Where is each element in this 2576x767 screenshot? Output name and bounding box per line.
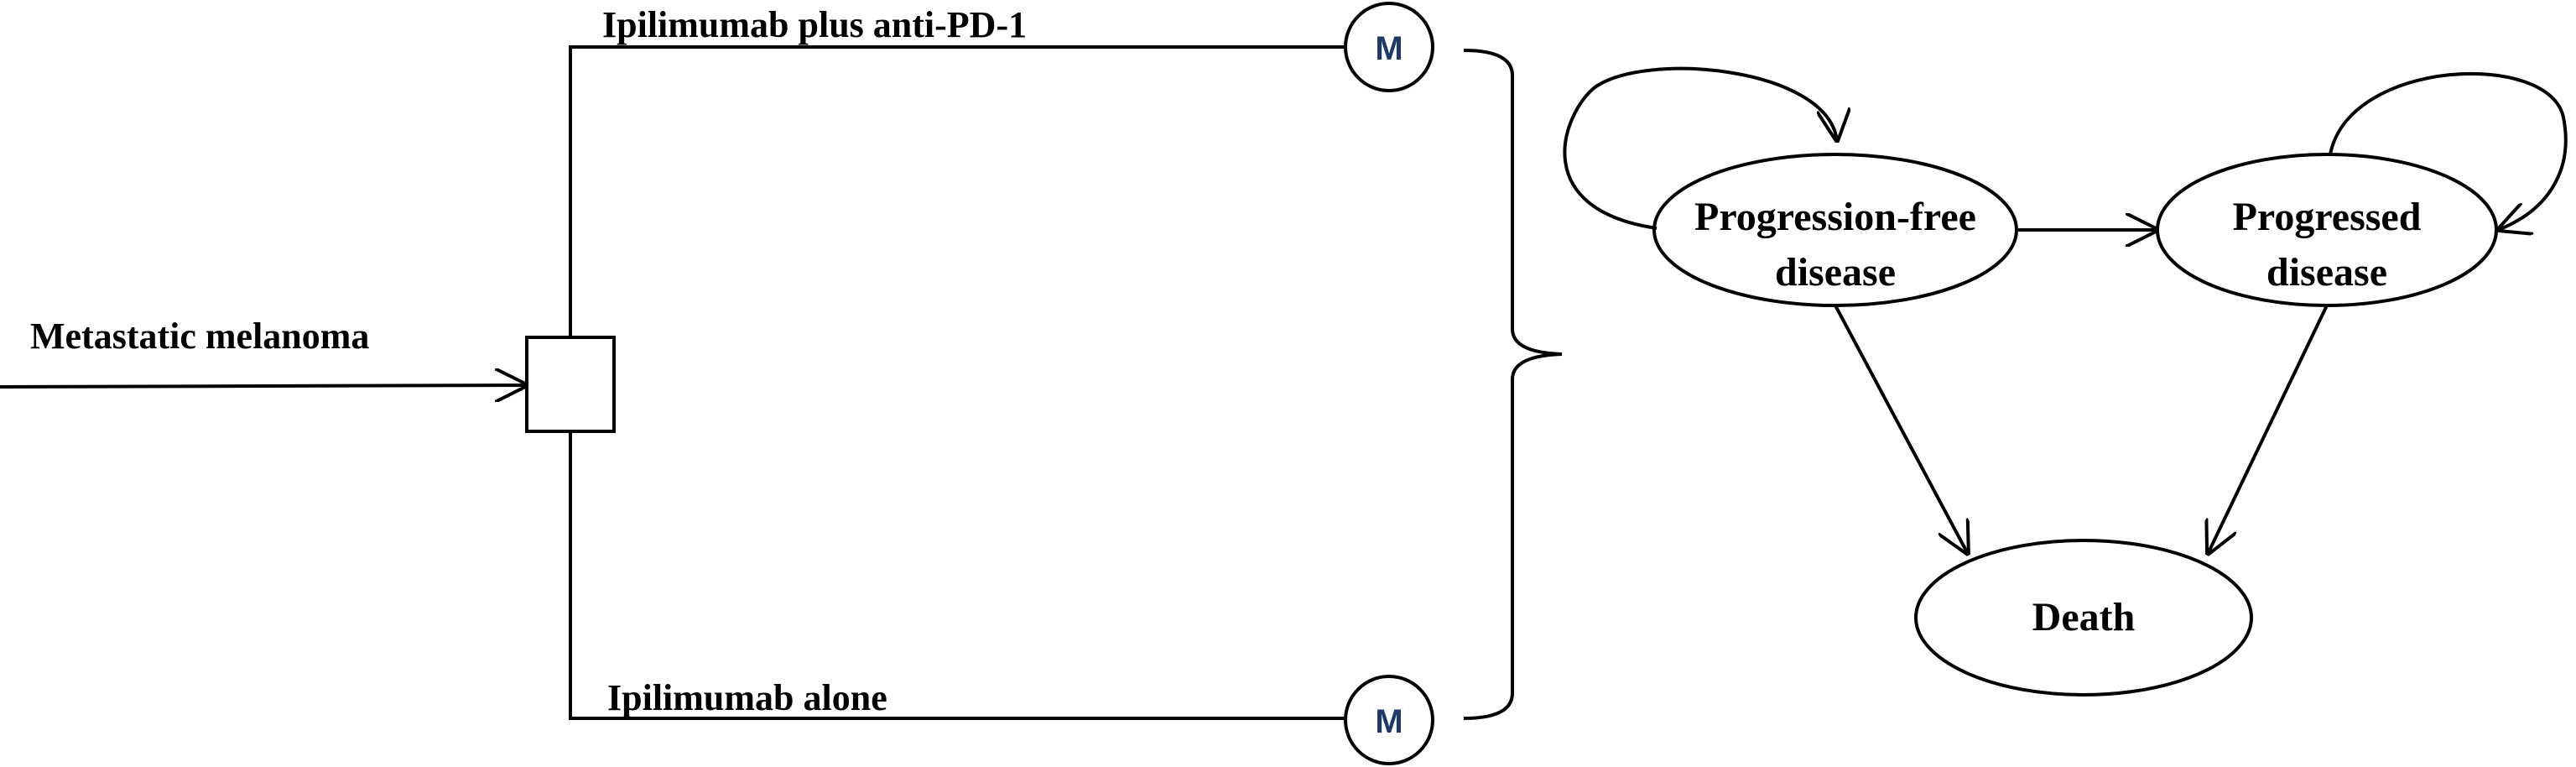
markov-label-bottom: M [1375,703,1402,740]
state-death-label: Death [2032,595,2136,639]
branch-line-top [569,45,1344,337]
transition-pfd-self-loop [1563,66,1837,230]
markov-node-top [1344,2,1434,92]
transition-pfd-to-death [1834,305,1968,554]
state-progression-free-line2: disease [1775,250,1896,295]
entry-arrow [0,385,527,387]
state-death [1914,539,2253,697]
state-progressed-line2: disease [2266,250,2387,295]
decision-node [525,336,616,433]
markov-label-top: M [1375,30,1402,67]
entry-label: Metastatic melanoma [30,316,369,357]
state-progression-free-line1: Progression-free [1694,195,1976,239]
branch-label-top: Ipilimumab plus anti-PD-1 [602,4,1027,45]
branch-line-bottom [569,431,1344,720]
branch-label-bottom: Ipilimumab alone [607,677,887,718]
state-progressed-line1: Progressed [2233,195,2422,239]
markov-node-bottom [1344,675,1434,765]
curly-brace [1463,49,1563,720]
transition-pd-to-death [2208,305,2329,554]
transition-pd-self-loop [2329,71,2568,230]
